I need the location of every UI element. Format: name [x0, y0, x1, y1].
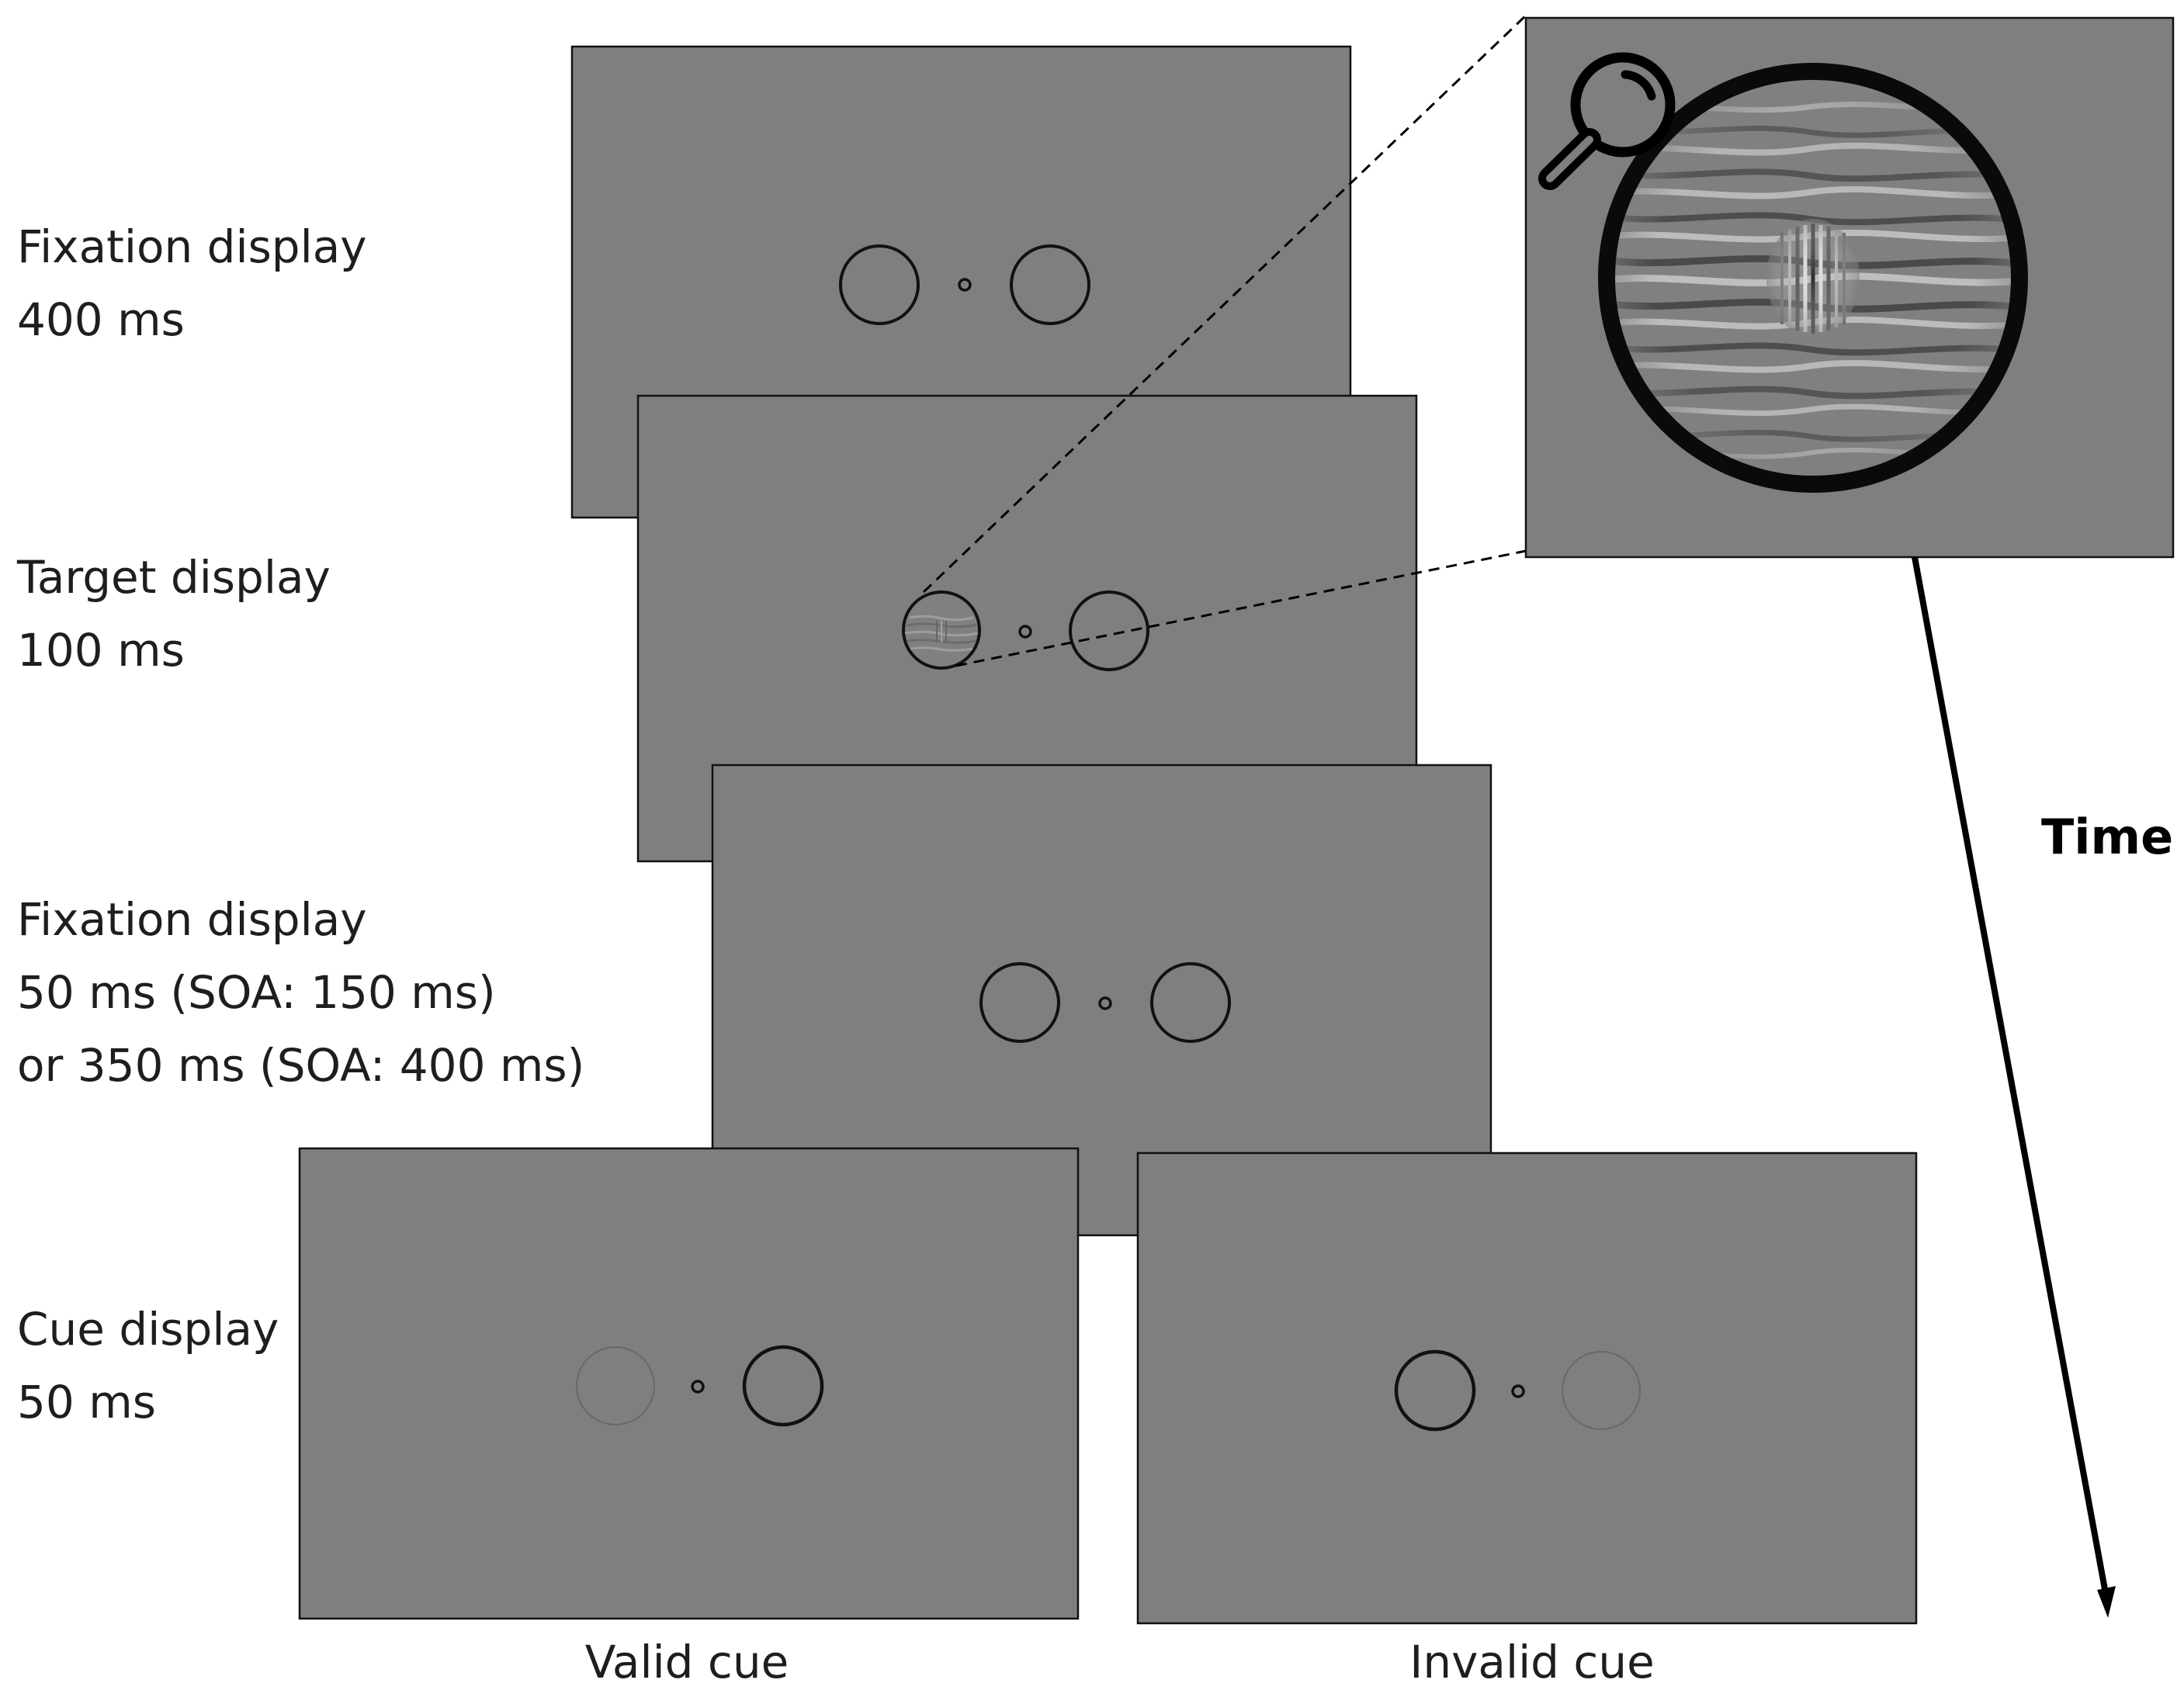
cued-placeholder-circle [742, 1345, 824, 1427]
invalid-cue-label: Invalid cue [1409, 1636, 1655, 1688]
right-placeholder-circle [1069, 590, 1149, 671]
stage-label-cue: Cue display 50 ms [17, 1303, 279, 1429]
uncued-placeholder-circle [1562, 1351, 1641, 1430]
valid-cue-label: Valid cue [585, 1636, 789, 1688]
stage-duration: or 350 ms (SOA: 400 ms) [17, 1039, 584, 1092]
right-placeholder-circle [1010, 244, 1090, 325]
stage-duration: 50 ms (SOA: 150 ms) [17, 966, 496, 1019]
stage-duration: 400 ms [17, 293, 185, 346]
vertical-target-grating [1766, 219, 1860, 337]
cued-placeholder-circle [1394, 1349, 1476, 1432]
zoom-connector-lines [922, 14, 1527, 667]
fixation-point [958, 278, 972, 292]
placeholder-ring [1598, 63, 2028, 493]
uncued-placeholder-circle [576, 1346, 655, 1425]
stage-duration: 50 ms [17, 1376, 156, 1429]
fixation-point [1511, 1384, 1525, 1398]
stage-duration: 100 ms [17, 624, 185, 677]
fixation-point [1098, 996, 1112, 1010]
time-axis-label: Time [2041, 809, 2173, 865]
stage-name: Target display [16, 551, 331, 604]
left-placeholder-circle [979, 962, 1060, 1043]
time-arrow [1912, 556, 2116, 1618]
gabor-noise-texture [1613, 78, 2013, 478]
display-screen [298, 1147, 1080, 1620]
stage-name: Cue display [17, 1303, 279, 1356]
stage-name: Fixation display [17, 893, 367, 946]
arrow-head [2097, 1586, 2116, 1618]
stage-name: Fixation display [17, 220, 367, 273]
stage-label-target: Target display 100 ms [16, 551, 331, 677]
stage-label-fixation-2: Fixation display 50 ms (SOA: 150 ms) or … [17, 893, 584, 1092]
magnified-target-inset [1524, 16, 2175, 559]
magnifier-icon [1538, 52, 1676, 190]
fixation-point [691, 1380, 705, 1394]
small-target-gabor [904, 615, 979, 652]
display-screen [1136, 1152, 1918, 1625]
fixation-point [1018, 625, 1032, 639]
stage-label-fixation-1: Fixation display 400 ms [17, 220, 367, 346]
left-placeholder-circle [839, 244, 920, 325]
cue-display-invalid [1136, 1152, 1918, 1625]
cue-display-valid [298, 1147, 1080, 1620]
right-placeholder-circle [1150, 962, 1231, 1043]
